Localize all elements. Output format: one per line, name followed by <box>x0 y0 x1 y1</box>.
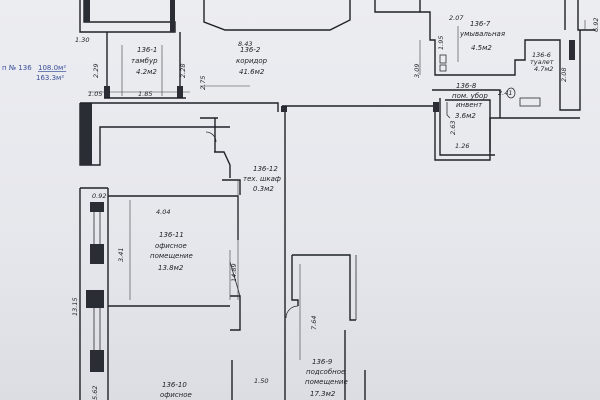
room-136-6-name: туалет <box>530 58 554 66</box>
room-136-7-name: умывальная <box>459 30 505 38</box>
dim-1-05: 1.05 <box>88 90 102 98</box>
room-136-12-code: 136-12 <box>253 165 278 173</box>
room-136-8-code: 136-8 <box>456 82 477 90</box>
room-136-6-area: 4.7м2 <box>534 65 553 73</box>
room-136-12-area: 0.3м2 <box>253 185 274 193</box>
room-136-7-code: 136-7 <box>470 20 491 28</box>
dim-2-29: 2.29 <box>92 64 100 78</box>
room-136-9-name-1: подсобное <box>306 368 345 376</box>
dim-1-26: 1.26 <box>455 142 469 150</box>
dim-1-95: 1.95 <box>437 36 445 50</box>
room-136-2-code: 136-2 <box>240 46 261 54</box>
summary-area-1: 108.0м² <box>38 64 66 72</box>
dim-2-07: 2.07 <box>449 14 464 22</box>
room-136-8-name-1: пом. убор <box>452 92 488 100</box>
room-136-6-code: 136-6 <box>532 51 551 59</box>
room-136-1-name: тамбур <box>131 57 158 65</box>
room-136-7-area: 4.5м2 <box>471 44 492 52</box>
top-walls <box>79 0 595 33</box>
summary-area-2: 163.3м² <box>36 74 64 82</box>
dimension-lines <box>121 20 586 360</box>
room-136-12-name: тех. шкаф <box>243 175 281 183</box>
dim-2-75: 2.75 <box>199 76 207 90</box>
room-136-1-area: 4.2м2 <box>136 68 157 76</box>
room-136-1-code: 136-1 <box>137 46 157 54</box>
dim-8-43: 8.43 <box>238 40 252 48</box>
room-136-9-code: 136-9 <box>312 358 333 366</box>
room-136-10-name: офисное <box>160 391 192 399</box>
room-136-11-name-2: помещение <box>150 252 193 260</box>
room-136-11-name-1: офисное <box>155 242 187 250</box>
dim-4-04: 4.04 <box>156 208 170 216</box>
dim-1-30: 1.30 <box>75 36 89 44</box>
room-136-9-area: 17.3м2 <box>310 390 336 398</box>
dim-0-92: 0.92 <box>92 192 106 200</box>
dim-13-15: 13.15 <box>71 297 79 316</box>
dim-3-41: 3.41 <box>117 248 125 262</box>
room-136-8-name-2: инвент <box>456 101 483 109</box>
dim-5-62: 5.62 <box>91 386 99 400</box>
room-136-2-name: коридор <box>236 57 268 65</box>
dim-6-92: 6.92 <box>592 18 600 32</box>
dim-3-09: 3.09 <box>413 64 421 78</box>
wet-zone-walls <box>420 11 581 156</box>
room-136-10-code: 136-10 <box>162 381 187 389</box>
tambur-walls <box>88 32 190 99</box>
dim-14-89: 14.89 <box>230 263 238 282</box>
room-136-11-code: 136-11 <box>159 231 184 239</box>
room-136-11-area: 13.8м2 <box>158 264 184 272</box>
window-column <box>79 187 109 400</box>
dim-2-08: 2.08 <box>560 68 568 82</box>
summary-prefix: п № 136 <box>2 64 32 72</box>
room-136-9-name-2: помещение <box>305 378 348 386</box>
dim-1-50: 1.50 <box>254 377 268 385</box>
dim-7-64: 7.64 <box>310 316 318 330</box>
left-walls <box>79 102 580 400</box>
dim-2-63: 2.63 <box>449 121 457 135</box>
room-136-2-area: 41.6м2 <box>239 68 265 76</box>
dim-1-85: 1.85 <box>138 90 152 98</box>
room-136-8-area: 3.6м2 <box>455 112 476 120</box>
dim-2-41: 2.41 <box>498 89 512 97</box>
dim-2-28: 2.28 <box>179 64 187 78</box>
